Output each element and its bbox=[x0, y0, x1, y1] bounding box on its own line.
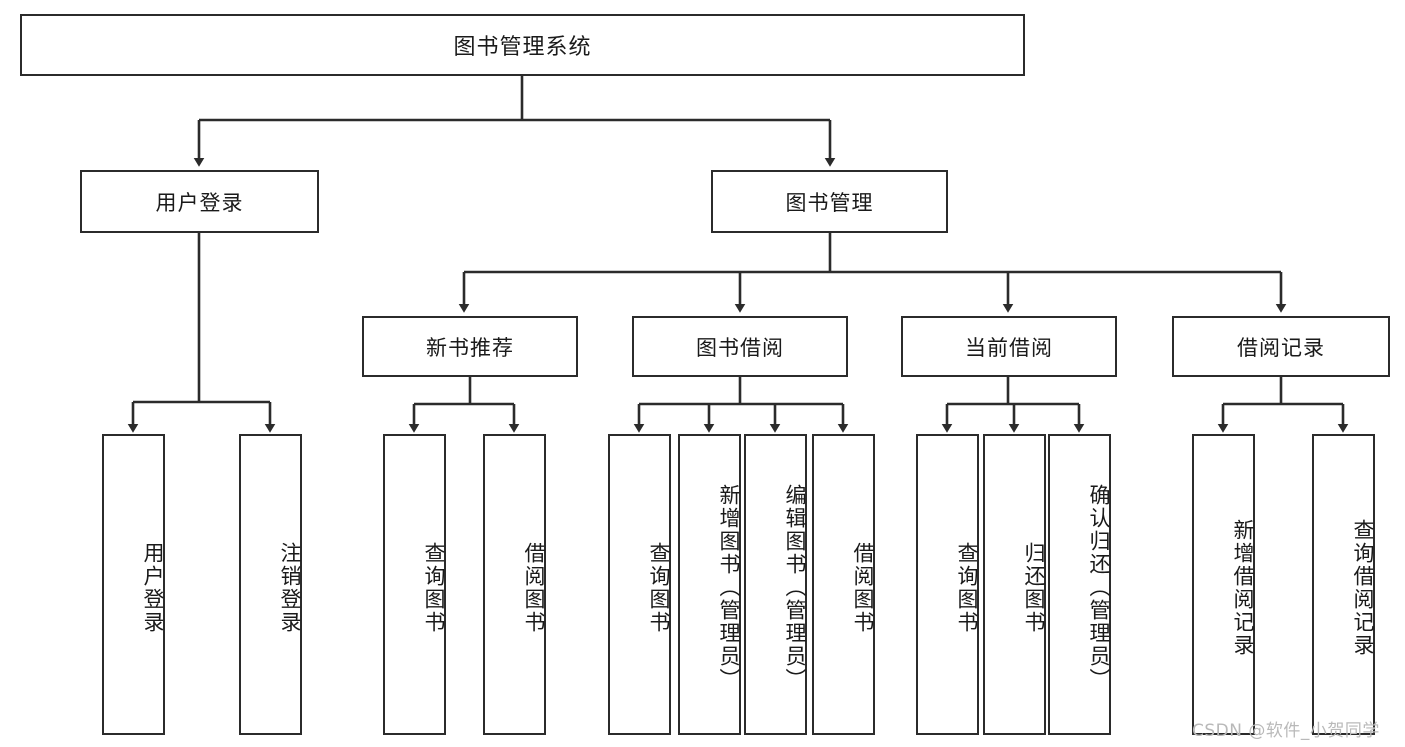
node-label: 查询图书 bbox=[647, 541, 671, 634]
node-label: 查询图书 bbox=[422, 541, 446, 634]
leaf-current-confirm-return-admin[interactable]: 确认归还（管理员） bbox=[1048, 434, 1111, 735]
node-label: 新增借阅记录 bbox=[1231, 518, 1255, 657]
leaf-record-query-borrow-record[interactable]: 查询借阅记录 bbox=[1312, 434, 1375, 735]
leaf-record-add-borrow-record[interactable]: 新增借阅记录 bbox=[1192, 434, 1255, 735]
node-label: 新增图书（管理员） bbox=[717, 484, 741, 691]
node-label: 用户登录 bbox=[155, 190, 244, 215]
node-book-borrow[interactable]: 图书借阅 bbox=[632, 316, 848, 377]
leaf-user-login-signout[interactable]: 注销登录 bbox=[239, 434, 302, 735]
node-label: 注销登录 bbox=[278, 541, 302, 634]
node-label: 确认归还（管理员） bbox=[1087, 484, 1111, 691]
csdn-watermark: CSDN @软件_小贺同学 bbox=[1192, 721, 1380, 741]
node-label: 图书管理系统 bbox=[453, 35, 592, 60]
node-label: 借阅记录 bbox=[1237, 335, 1325, 360]
leaf-borrow-borrow-book[interactable]: 借阅图书 bbox=[812, 434, 875, 735]
node-user-login[interactable]: 用户登录 bbox=[80, 170, 319, 233]
node-borrow-record[interactable]: 借阅记录 bbox=[1172, 316, 1390, 377]
node-new-book-recommend[interactable]: 新书推荐 bbox=[362, 316, 578, 377]
node-book-management[interactable]: 图书管理 bbox=[711, 170, 948, 233]
node-label: 图书管理 bbox=[785, 190, 874, 215]
leaf-borrow-add-book-admin[interactable]: 新增图书（管理员） bbox=[678, 434, 741, 735]
node-label: 借阅图书 bbox=[851, 541, 875, 634]
node-label: 归还图书 bbox=[1022, 541, 1046, 634]
leaf-user-login-signin[interactable]: 用户登录 bbox=[102, 434, 165, 735]
node-label: 图书借阅 bbox=[696, 335, 784, 360]
node-label: 查询借阅记录 bbox=[1351, 518, 1375, 657]
node-label: 编辑图书（管理员） bbox=[783, 484, 807, 691]
node-label: 当前借阅 bbox=[965, 335, 1053, 360]
leaf-new-book-query[interactable]: 查询图书 bbox=[383, 434, 446, 735]
node-label: 查询图书 bbox=[955, 541, 979, 634]
leaf-borrow-query-book[interactable]: 查询图书 bbox=[608, 434, 671, 735]
node-label: 借阅图书 bbox=[522, 541, 546, 634]
leaf-current-return-book[interactable]: 归还图书 bbox=[983, 434, 1046, 735]
leaf-borrow-edit-book-admin[interactable]: 编辑图书（管理员） bbox=[744, 434, 807, 735]
node-current-borrow[interactable]: 当前借阅 bbox=[901, 316, 1117, 377]
node-label: 新书推荐 bbox=[426, 335, 514, 360]
node-root-book-management-system[interactable]: 图书管理系统 bbox=[20, 14, 1025, 76]
leaf-current-query-book[interactable]: 查询图书 bbox=[916, 434, 979, 735]
node-label: 用户登录 bbox=[141, 541, 165, 634]
leaf-new-book-borrow[interactable]: 借阅图书 bbox=[483, 434, 546, 735]
